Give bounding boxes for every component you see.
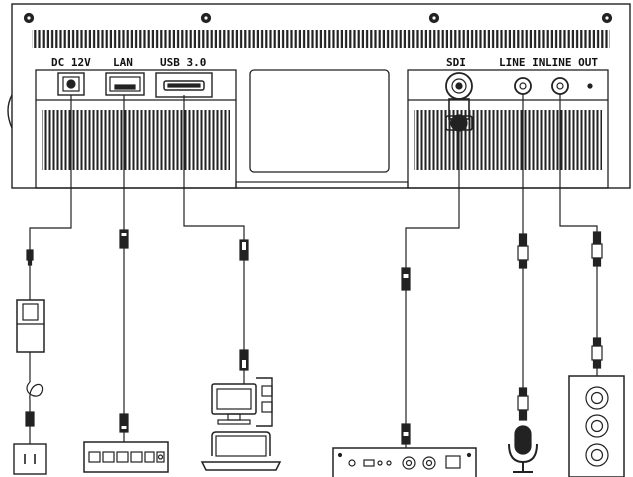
line-out-port[interactable] bbox=[551, 77, 569, 95]
lan-port[interactable] bbox=[105, 72, 145, 96]
power-outlet-icon bbox=[13, 426, 47, 475]
dc-port[interactable] bbox=[57, 72, 85, 96]
sdi-port-label: SDI bbox=[446, 56, 466, 69]
lan-port-label: LAN bbox=[113, 56, 133, 69]
network-switch-icon bbox=[83, 441, 169, 473]
dc-port-label: DC 12V bbox=[51, 56, 91, 69]
indicator-led bbox=[587, 83, 593, 89]
usb-port[interactable] bbox=[155, 72, 213, 98]
computer-icon bbox=[200, 377, 282, 471]
usb-port-label: USB 3.0 bbox=[160, 56, 206, 69]
sdi-source-icon bbox=[332, 447, 477, 477]
sdi-port[interactable] bbox=[445, 72, 473, 100]
usb-cable bbox=[183, 95, 249, 384]
left-vent bbox=[42, 110, 230, 170]
line-in-cable bbox=[517, 94, 529, 421]
speaker-icon bbox=[568, 375, 625, 477]
right-port-block bbox=[407, 69, 609, 189]
power-adapter-icon bbox=[16, 299, 45, 353]
dc-cable bbox=[25, 95, 72, 427]
center-window bbox=[249, 69, 390, 173]
microphone-icon bbox=[508, 425, 538, 473]
top-vent bbox=[32, 30, 610, 48]
screw-icon bbox=[23, 12, 613, 24]
line-out-port-label: LINE OUT bbox=[545, 56, 598, 69]
line-in-port[interactable] bbox=[514, 77, 532, 95]
right-vent bbox=[414, 110, 602, 170]
line-out-cable bbox=[559, 94, 603, 376]
lan-cable bbox=[119, 95, 129, 442]
device-rear-panel: DC 12V LAN USB 3.0 SDI LINE IN LINE OUT bbox=[7, 3, 631, 189]
sdi-cable bbox=[401, 98, 473, 448]
left-port-block bbox=[35, 69, 237, 189]
line-in-port-label: LINE IN bbox=[499, 56, 545, 69]
